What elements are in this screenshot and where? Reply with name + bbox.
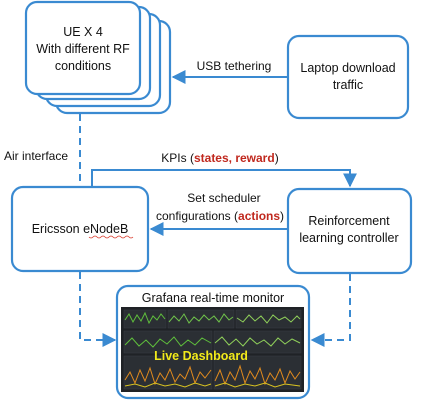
kpis-label: KPIs (states, reward): [161, 151, 278, 165]
dashboard-trace-yellow: [124, 382, 212, 388]
ue-label-line1: UE X 4: [63, 25, 103, 39]
dashboard-trace-green: [168, 313, 234, 324]
dashboard-panel: [123, 309, 167, 329]
enodeb-label: Ericsson eNodeB: [32, 222, 129, 236]
live-dashboard-label: Live Dashboard: [154, 349, 248, 363]
rl-controller-label-line2: learning controller: [299, 231, 398, 245]
grafana-node: Grafana real-time monitor Live Dashboard: [115, 284, 311, 400]
laptop-label-line1: Laptop download: [300, 61, 395, 75]
ue-label-line2: With different RF: [36, 42, 130, 56]
set-scheduler-label-line1: Set scheduler: [187, 191, 260, 205]
grafana-title: Grafana real-time monitor: [142, 291, 284, 305]
rl-to-grafana-arrow: [310, 274, 351, 347]
laptop-box: [286, 34, 410, 120]
air-interface-label: Air interface: [4, 149, 68, 163]
dashboard-trace-green: [214, 336, 301, 347]
set-scheduler-label-line2: configurations (actions): [156, 209, 284, 223]
dashboard-trace-orange: [124, 365, 212, 386]
dashboard-trace-orange: [214, 364, 301, 386]
ue-box-front: [24, 0, 142, 96]
enodeb-node: Ericsson eNodeB: [10, 185, 150, 273]
kpis-arrow: [91, 169, 357, 188]
spellcheck-underline: [88, 235, 134, 239]
rl-controller-box: [286, 187, 413, 275]
usb-tethering-label: USB tethering: [197, 59, 272, 73]
ue-label-line3: conditions: [55, 59, 111, 73]
dashboard-trace-yellow: [214, 382, 301, 388]
dashboard-trace-green: [124, 336, 212, 348]
dashboard-panel: [123, 330, 213, 354]
rl-controller-node: Reinforcement learning controller: [286, 187, 413, 275]
dashboard-panel: [213, 355, 302, 390]
enodeb-to-grafana-arrow: [79, 272, 117, 347]
laptop-node: Laptop download traffic: [286, 34, 410, 120]
laptop-label-line2: traffic: [333, 78, 363, 92]
dashboard-screenshot: Live Dashboard: [121, 307, 304, 392]
dashboard-trace-green: [124, 311, 166, 325]
dashboard-panel: [235, 309, 302, 329]
rl-controller-label-line1: Reinforcement: [308, 214, 390, 228]
dashboard-panel: [213, 330, 302, 354]
dashboard-trace-green: [236, 314, 301, 324]
ue-stack: UE X 4 With different RF conditions: [24, 0, 172, 115]
enodeb-box: [10, 185, 150, 273]
